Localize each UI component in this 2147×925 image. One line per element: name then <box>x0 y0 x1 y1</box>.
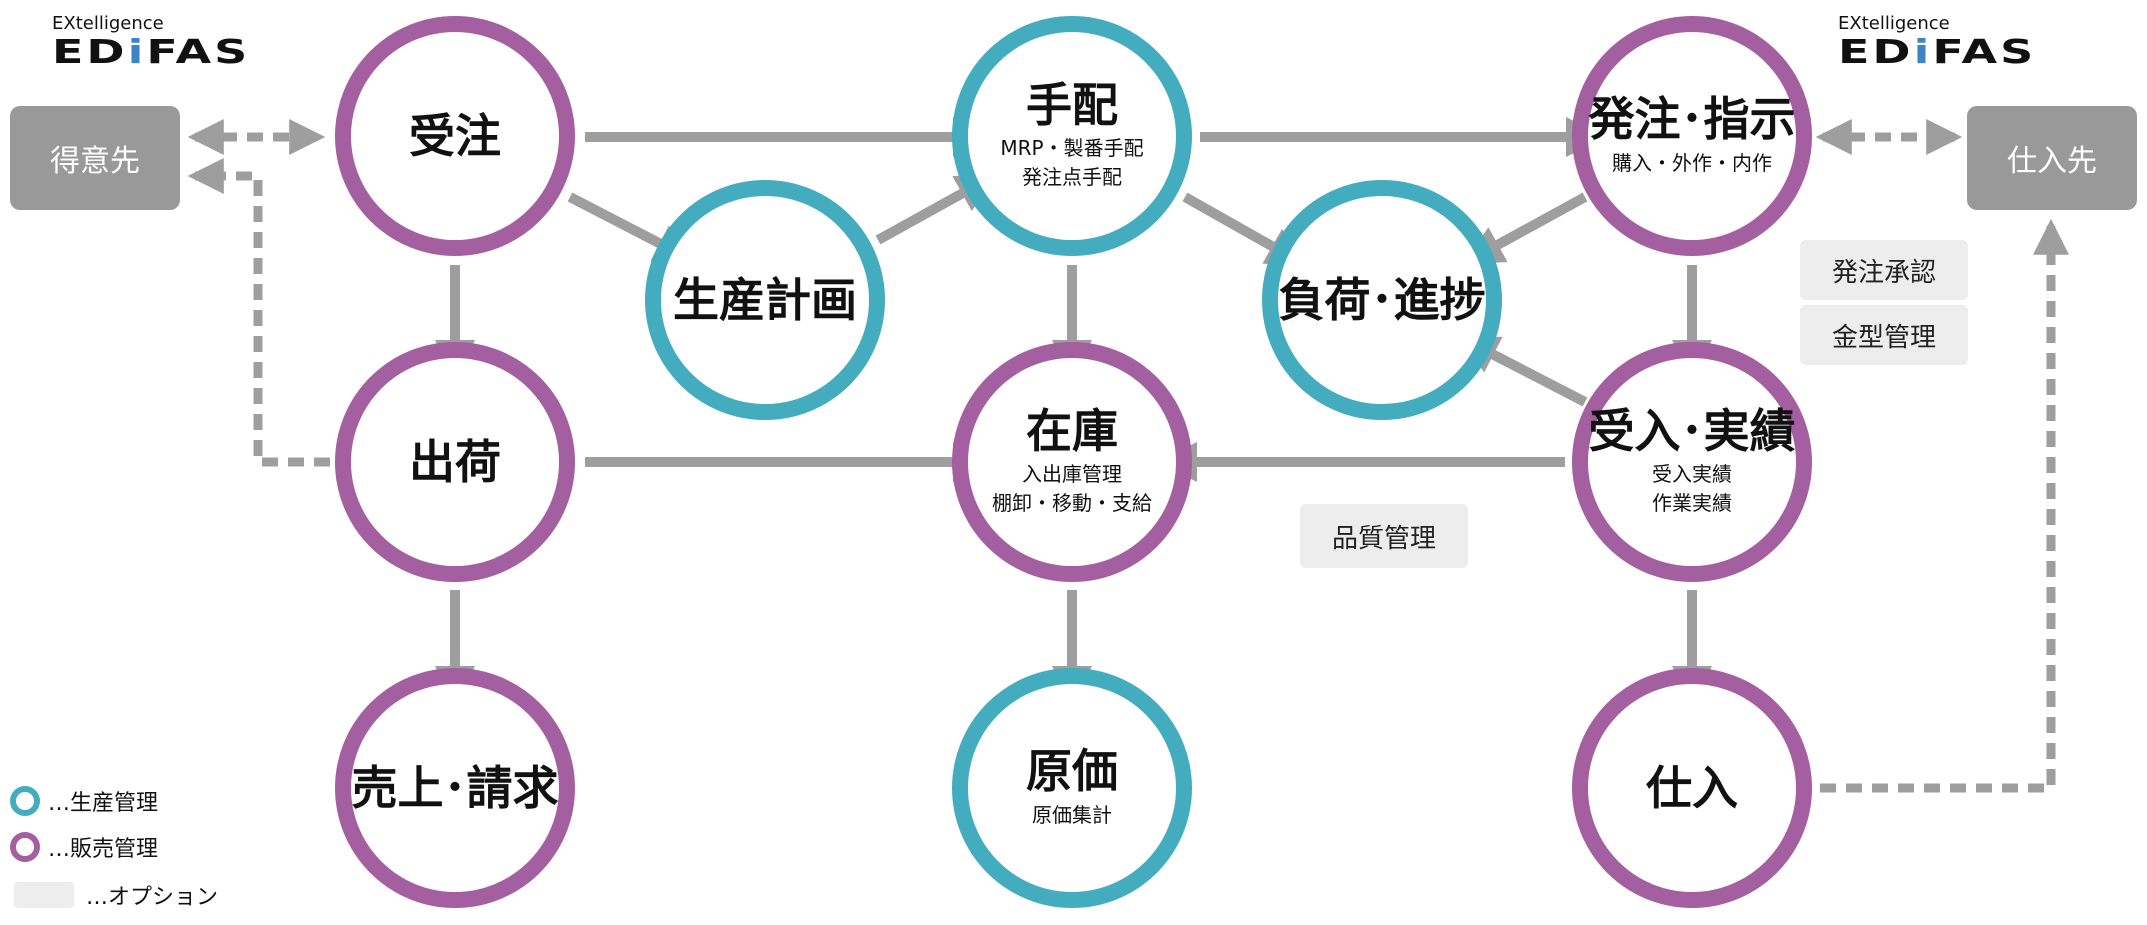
node-plan: 生産計画 <box>645 180 885 420</box>
customer-box: 得意先 <box>10 106 180 210</box>
node-title: 仕入 <box>1646 760 1738 815</box>
node-sub: 原価集計 <box>1032 802 1112 827</box>
legend-label: …生産管理 <box>48 791 159 816</box>
node-title: 受注 <box>409 108 501 163</box>
option-quality: 品質管理 <box>1300 504 1468 568</box>
node-sales: 売上･請求 <box>335 668 575 908</box>
node-receive: 受入･実績 受入実績 作業実績 <box>1572 342 1812 582</box>
dashed-arrow-buy-to-supplier <box>1820 218 2069 793</box>
brand-logo-right: EXtelligence EDiFAS <box>1838 14 2036 82</box>
node-stock: 在庫 入出庫管理 棚卸・移動・支給 <box>952 342 1192 582</box>
sales-ring-icon <box>10 832 40 862</box>
logo-dot-i: i <box>1913 31 1933 71</box>
legend-sales: …販売管理 <box>10 831 158 863</box>
node-title: 出荷 <box>409 434 501 489</box>
node-cost: 原価 原価集計 <box>952 668 1192 908</box>
brand-small-text: EXtelligence <box>52 13 164 34</box>
node-sub: MRP・製番手配 発注点手配 <box>1000 136 1144 190</box>
logo-dot-i: i <box>127 31 147 71</box>
node-title: 在庫 <box>1026 403 1118 458</box>
node-title: 原価 <box>1026 744 1118 799</box>
node-sub: 受入実績 作業実績 <box>1652 462 1732 516</box>
option-swatch-icon <box>14 882 74 908</box>
brand-logo-left: EXtelligence EDiFAS <box>52 14 250 82</box>
brand-big-text: EDiFAS <box>1838 31 2037 71</box>
brand-small-text: EXtelligence <box>1838 13 1950 34</box>
node-title: 売上･請求 <box>351 760 559 815</box>
production-ring-icon <box>10 786 40 816</box>
node-purchase: 発注･指示 購入・外作・内作 <box>1572 16 1812 256</box>
node-title: 受入･実績 <box>1588 403 1796 458</box>
node-title: 手配 <box>1026 77 1118 132</box>
node-ship: 出荷 <box>335 342 575 582</box>
legend-label: …オプション <box>86 885 219 910</box>
dashed-arrow-ship-to-customer <box>187 158 330 467</box>
node-load: 負荷･進捗 <box>1262 180 1502 420</box>
node-sub: 購入・外作・内作 <box>1612 150 1772 175</box>
legend-option: …オプション <box>14 879 218 911</box>
node-order: 受注 <box>335 16 575 256</box>
legend-label: …販売管理 <box>48 837 159 862</box>
node-title: 発注･指示 <box>1588 92 1796 147</box>
node-arrange: 手配 MRP・製番手配 発注点手配 <box>952 16 1192 256</box>
node-sub: 入出庫管理 棚卸・移動・支給 <box>992 462 1152 516</box>
brand-big-text: EDiFAS <box>52 31 251 71</box>
option-mold: 金型管理 <box>1800 305 1968 365</box>
node-buy: 仕入 <box>1572 668 1812 908</box>
option-approval: 発注承認 <box>1800 240 1968 300</box>
node-title: 負荷･進捗 <box>1278 272 1486 327</box>
supplier-box: 仕入先 <box>1967 106 2137 210</box>
legend-production: …生産管理 <box>10 785 158 817</box>
node-title: 生産計画 <box>673 272 857 327</box>
